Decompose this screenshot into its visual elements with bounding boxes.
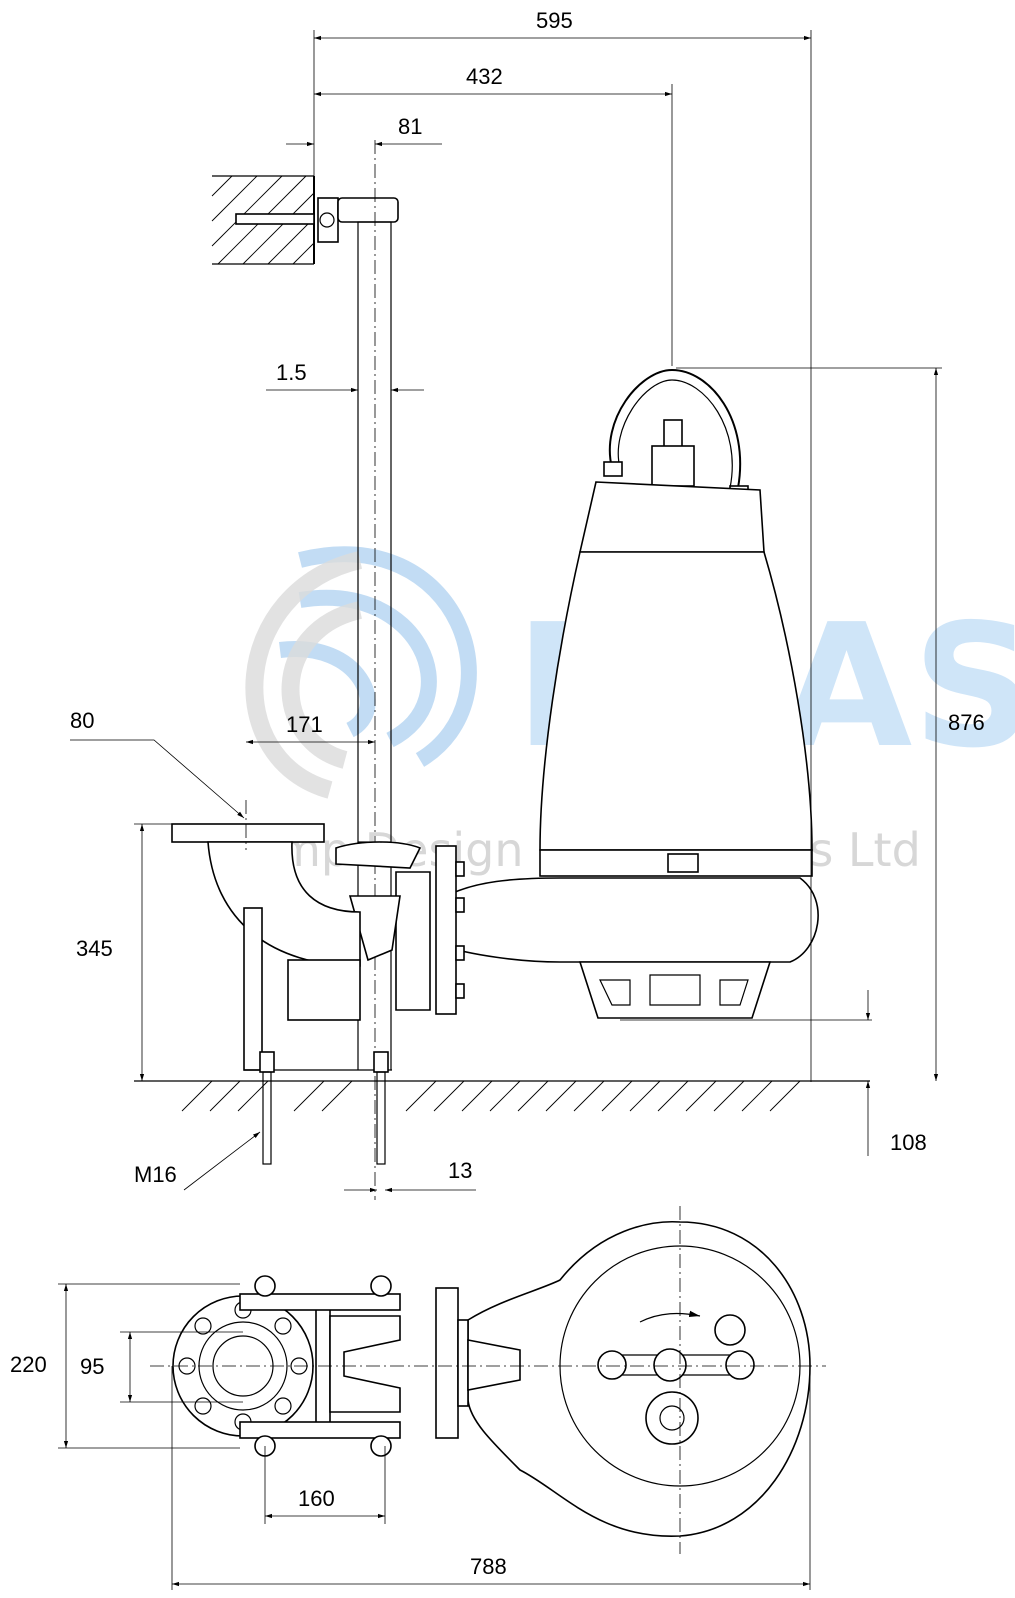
dim-overall-width: 595 <box>536 8 573 33</box>
logo-ring-icon <box>245 551 363 799</box>
dim-bolt-offset: 13 <box>448 1158 472 1183</box>
dim-overall-height: 876 <box>948 710 985 735</box>
floor <box>134 1080 870 1112</box>
dim-base-clearance: 108 <box>890 1130 927 1155</box>
dim-outlet-dn: 80 <box>70 708 94 733</box>
dim-overall-length: 788 <box>470 1554 507 1579</box>
duck-foot-bend <box>171 800 392 1071</box>
wall-bracket <box>211 175 399 265</box>
dim-bolt-spacing: 95 <box>80 1354 104 1379</box>
dimension-lines <box>58 30 942 1590</box>
dimension-labels: 595 432 81 1.5 80 171 876 345 108 M16 13… <box>10 8 985 1579</box>
anchor-bolts <box>259 1051 389 1165</box>
lifting-handle <box>608 368 742 489</box>
dim-guide-rail-offset: 81 <box>398 114 422 139</box>
flange-bolts <box>455 861 465 999</box>
dim-to-pump-axis: 432 <box>466 64 503 89</box>
dim-bolt-pitch: 160 <box>298 1486 335 1511</box>
dim-base-width: 220 <box>10 1352 47 1377</box>
dim-outlet-to-rail: 171 <box>286 712 323 737</box>
dim-rail-clearance: 1.5 <box>276 360 307 385</box>
dim-outlet-height: 345 <box>76 936 113 961</box>
pump-top-view <box>150 1206 826 1554</box>
dim-anchor-bolt: M16 <box>134 1162 177 1187</box>
pump-side-view <box>335 368 819 1019</box>
